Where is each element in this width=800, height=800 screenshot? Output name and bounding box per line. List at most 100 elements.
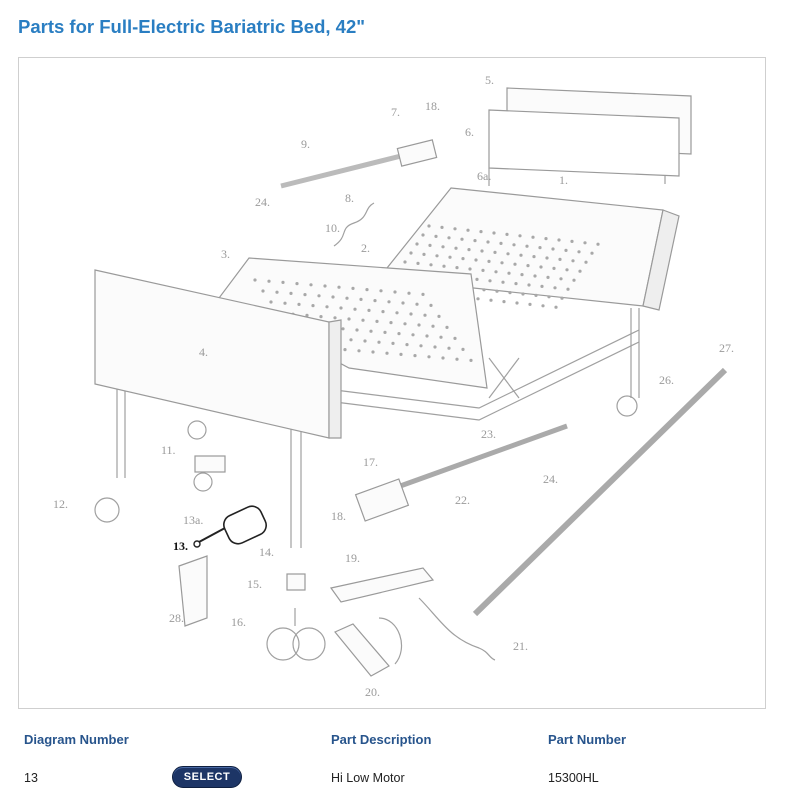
deck-hole	[545, 256, 549, 260]
deck-hole	[520, 273, 524, 277]
deck-hole	[407, 291, 411, 295]
deck-hole	[473, 239, 477, 243]
deck-hole	[409, 312, 413, 316]
deck-hole	[343, 348, 347, 352]
callout-7: 7.	[391, 105, 400, 119]
deck-hole	[578, 269, 582, 273]
deck-hole	[421, 292, 425, 296]
callout-16: 16.	[231, 615, 246, 629]
deck-hole	[367, 308, 371, 312]
deck-hole	[577, 250, 581, 254]
deck-hole	[442, 264, 446, 268]
deck-hole	[488, 279, 492, 283]
deck-hole	[515, 301, 519, 305]
deck-hole	[297, 302, 301, 306]
header-part-description: Part Description	[331, 732, 432, 747]
deck-hole	[422, 252, 426, 256]
deck-hole	[546, 275, 550, 279]
deck-hole	[487, 259, 491, 263]
deck-hole	[395, 311, 399, 315]
callout-18-top: 18.	[425, 99, 440, 113]
callout-6a: 6a.	[477, 169, 491, 183]
deck-hole	[479, 230, 483, 234]
deck-hole	[281, 280, 285, 284]
callout-1: 1.	[559, 173, 568, 187]
deck-hole	[486, 240, 490, 244]
deck-hole	[541, 304, 545, 308]
deck-hole	[353, 307, 357, 311]
parts-diagram: 5. 6. 6a. 1. 7. 18. 9. 8. 24. 10. 2. 3. …	[18, 57, 766, 709]
callout-10: 10.	[325, 221, 340, 235]
deck-hole	[415, 242, 419, 246]
deck-hole	[447, 236, 451, 240]
page-title: Parts for Full-Electric Bariatric Bed, 4…	[18, 16, 366, 37]
deck-hole	[440, 225, 444, 229]
select-button[interactable]: SELECT	[172, 766, 242, 788]
deck-hole	[363, 339, 367, 343]
deck-hole	[533, 274, 537, 278]
deck-hole	[311, 304, 315, 308]
callout-17: 17.	[363, 455, 378, 469]
deck-hole	[527, 283, 531, 287]
deck-hole	[513, 262, 517, 266]
callout-13a: 13a.	[183, 513, 203, 527]
deck-hole	[416, 261, 420, 265]
deck-hole	[539, 265, 543, 269]
deck-hole	[564, 248, 568, 252]
deck-hole	[409, 251, 413, 255]
deck-hole	[381, 310, 385, 314]
deck-hole	[480, 249, 484, 253]
deck-hole	[429, 303, 433, 307]
callout-23: 23.	[481, 427, 496, 441]
callout-22: 22.	[455, 493, 470, 507]
deck-hole	[481, 268, 485, 272]
deck-hole	[345, 296, 349, 300]
hi-low-motor-drawing	[193, 505, 267, 548]
callout-21: 21.	[513, 639, 528, 653]
deck-hole	[554, 305, 558, 309]
deck-hole	[534, 293, 538, 297]
deck-hole	[325, 305, 329, 309]
deck-hole	[361, 318, 365, 322]
deck-hole	[482, 288, 486, 292]
row-diagram-number: 13	[24, 771, 38, 785]
deck-hole	[429, 263, 433, 267]
deck-hole	[572, 278, 576, 282]
deck-hole	[583, 241, 587, 245]
deck-hole	[427, 355, 431, 359]
bed-exploded-view: 5. 6. 6a. 1. 7. 18. 9. 8. 24. 10. 2. 3. …	[53, 73, 734, 699]
callout-11: 11.	[161, 443, 176, 457]
deck-hole	[295, 282, 299, 286]
deck-hole	[506, 252, 510, 256]
deck-hole	[493, 250, 497, 254]
deck-hole	[389, 321, 393, 325]
deck-hole	[494, 270, 498, 274]
deck-hole	[531, 235, 535, 239]
deck-hole	[423, 313, 427, 317]
deck-hole	[557, 238, 561, 242]
header-part-number: Part Number	[548, 732, 627, 747]
deck-hole	[544, 237, 548, 241]
deck-hole	[505, 232, 509, 236]
deck-hole	[401, 301, 405, 305]
deck-hole	[379, 289, 383, 293]
deck-hole	[469, 358, 473, 362]
deck-hole	[385, 351, 389, 355]
deck-hole	[526, 264, 530, 268]
deck-hole	[439, 335, 443, 339]
deck-hole	[468, 267, 472, 271]
callout-4: 4.	[199, 345, 208, 359]
callout-27: 27.	[719, 341, 734, 355]
deck-hole	[349, 338, 353, 342]
deck-hole	[431, 324, 435, 328]
deck-hole	[467, 248, 471, 252]
deck-hole	[371, 350, 375, 354]
deck-hole	[519, 253, 523, 257]
deck-hole	[437, 314, 441, 318]
bed-frame-drawing	[116, 308, 640, 548]
deck-hole	[500, 261, 504, 265]
deck-hole	[421, 233, 425, 237]
header-diagram-number: Diagram Number	[24, 732, 129, 747]
callout-26: 26.	[659, 373, 674, 387]
deck-hole	[399, 352, 403, 356]
